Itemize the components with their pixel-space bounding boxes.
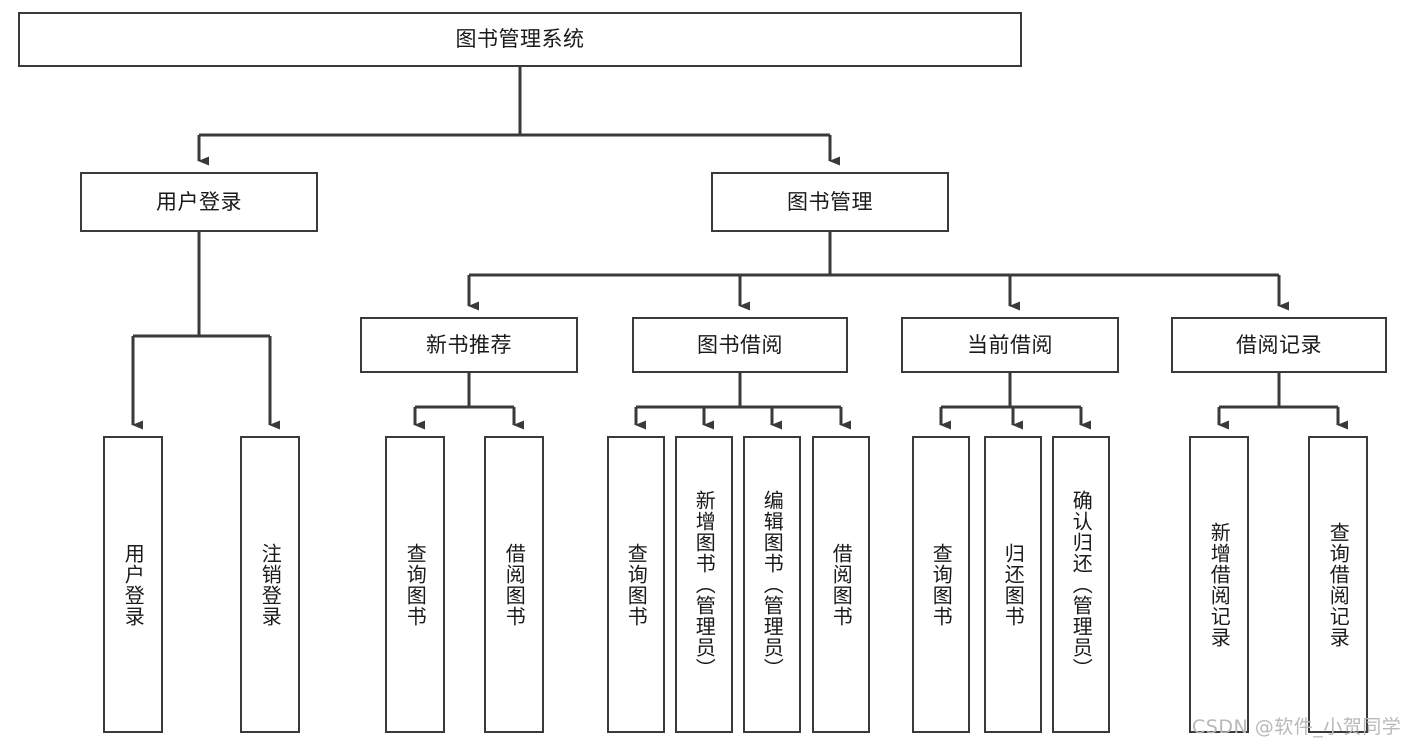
leaf-user-login[interactable]: 用户登录 <box>103 436 163 733</box>
leaf-return-book[interactable]: 归还图书 <box>984 436 1042 733</box>
leaf-add-book-admin[interactable]: 新增图书（管理员） <box>675 436 733 733</box>
leaf-edit-book-admin-label: 编辑图书（管理员） <box>760 490 785 679</box>
node-new-book-recommend[interactable]: 新书推荐 <box>360 317 578 373</box>
node-book-borrow[interactable]: 图书借阅 <box>632 317 848 373</box>
leaf-confirm-return-admin-label: 确认归还（管理员） <box>1069 490 1094 679</box>
leaf-query-book-current[interactable]: 查询图书 <box>912 436 970 733</box>
leaf-query-borrow-record-label: 查询借阅记录 <box>1326 521 1351 648</box>
node-book-borrow-label: 图书借阅 <box>697 332 783 357</box>
leaf-add-borrow-record[interactable]: 新增借阅记录 <box>1189 436 1249 733</box>
node-current-borrow-label: 当前借阅 <box>967 332 1053 357</box>
node-user-login-label: 用户登录 <box>156 189 242 214</box>
leaf-confirm-return-admin[interactable]: 确认归还（管理员） <box>1052 436 1110 733</box>
node-book-manage-label: 图书管理 <box>787 189 873 214</box>
leaf-query-book-current-label: 查询图书 <box>929 542 954 627</box>
leaf-return-book-label: 归还图书 <box>1001 542 1026 627</box>
leaf-borrow-book-borrow-label: 借阅图书 <box>829 542 854 627</box>
leaf-query-borrow-record[interactable]: 查询借阅记录 <box>1308 436 1368 733</box>
leaf-user-logout-label: 注销登录 <box>258 542 283 627</box>
leaf-query-book-recommend[interactable]: 查询图书 <box>385 436 445 733</box>
node-borrow-record-label: 借阅记录 <box>1236 332 1322 357</box>
node-borrow-record[interactable]: 借阅记录 <box>1171 317 1387 373</box>
leaf-user-logout[interactable]: 注销登录 <box>240 436 300 733</box>
leaf-edit-book-admin[interactable]: 编辑图书（管理员） <box>743 436 801 733</box>
node-current-borrow[interactable]: 当前借阅 <box>901 317 1119 373</box>
leaf-borrow-book-borrow[interactable]: 借阅图书 <box>812 436 870 733</box>
leaf-add-borrow-record-label: 新增借阅记录 <box>1207 521 1232 648</box>
leaf-borrow-book-recommend[interactable]: 借阅图书 <box>484 436 544 733</box>
leaf-query-book-borrow-label: 查询图书 <box>624 542 649 627</box>
leaf-user-login-label: 用户登录 <box>121 542 146 627</box>
node-root[interactable]: 图书管理系统 <box>18 12 1022 67</box>
leaf-borrow-book-recommend-label: 借阅图书 <box>502 542 527 627</box>
leaf-add-book-admin-label: 新增图书（管理员） <box>692 490 717 679</box>
node-root-label: 图书管理系统 <box>455 27 585 52</box>
leaf-query-book-recommend-label: 查询图书 <box>403 542 428 627</box>
node-user-login[interactable]: 用户登录 <box>80 172 318 232</box>
node-new-book-recommend-label: 新书推荐 <box>426 332 512 357</box>
leaf-query-book-borrow[interactable]: 查询图书 <box>607 436 665 733</box>
node-book-manage[interactable]: 图书管理 <box>711 172 949 232</box>
